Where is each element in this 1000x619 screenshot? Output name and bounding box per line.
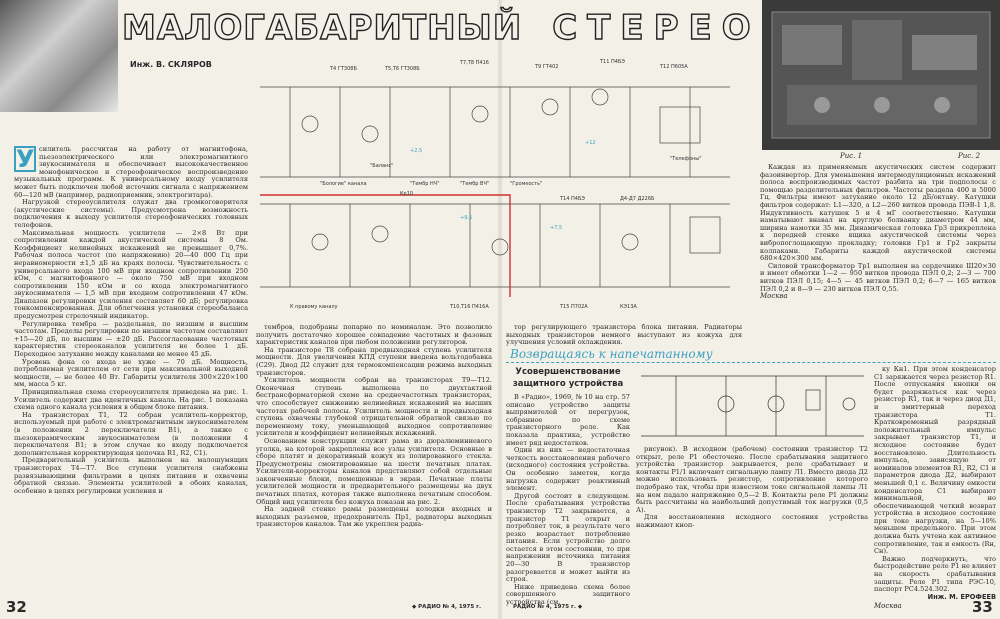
amplifier-photo (762, 0, 1000, 150)
fig1-caption: Рис. 1 (840, 152, 863, 160)
svg-text:+2,5: +2,5 (410, 148, 422, 154)
article2-col2: рисунок). В исходном (рабочем) состоянии… (636, 445, 868, 529)
schematic-diagram: +2,5 +9,5 +7,5 +12 Т4 ГТ308Б Т5,Т6 ГТ308Б Т… (260, 59, 730, 310)
section-rule (506, 362, 996, 363)
svg-text:Т4 ГТ308Б: Т4 ГТ308Б (329, 66, 357, 72)
svg-text:"Бологие" канала: "Бологие" канала (320, 181, 367, 187)
svg-text:Т10,Т16 П416А: Т10,Т16 П416А (449, 304, 489, 310)
svg-text:Т7,Т8 П416: Т7,Т8 П416 (459, 60, 489, 66)
svg-text:+9,5: +9,5 (460, 215, 472, 221)
page-number-right: 33 (972, 598, 993, 616)
svg-text:Т11 П4БЭ: Т11 П4БЭ (599, 59, 625, 65)
section-kicker: Возвращаясь к напечатанному (510, 347, 713, 361)
fig2-caption: Рис. 2 (958, 152, 981, 160)
page-number-left: 32 (6, 598, 27, 616)
dropcap: У (14, 145, 36, 173)
svg-text:Т14 П4БЭ: Т14 П4БЭ (559, 196, 585, 202)
svg-text:+12: +12 (585, 140, 596, 146)
running-footer-right: РАДИО № 4, 1975 г. ◆ (513, 604, 583, 610)
svg-text:"Тембр ВЧ": "Тембр ВЧ" (460, 181, 489, 187)
svg-text:"Баланс": "Баланс" (370, 163, 393, 169)
svg-text:Т15 П702А: Т15 П702А (559, 304, 588, 310)
right-column: Каждая из применяемых акустических систе… (760, 163, 996, 301)
left-column: У силитель рассчитан на работу от магнит… (14, 145, 248, 495)
svg-text:"Телефоны": "Телефоны" (670, 156, 702, 162)
svg-text:Кр10: Кр10 (400, 191, 413, 197)
article2-col3: ку Кн1. При этом конденсатор С1 заряжает… (874, 365, 996, 611)
article2-author: Инж. М. ЕРОФЕЕВ (927, 592, 996, 601)
article2-city: Москва (874, 602, 902, 611)
protection-circuit-diagram (641, 375, 864, 437)
svg-text:Т9 ГТ402: Т9 ГТ402 (534, 64, 558, 70)
svg-text:Т5,Т6 ГТ308Б: Т5,Т6 ГТ308Б (384, 66, 420, 72)
byline: Инж. В. СКЛЯРОВ (130, 60, 212, 69)
svg-text:К правому каналу: К правому каналу (290, 304, 338, 310)
svg-text:Д4-Д7 Д226Б: Д4-Д7 Д226Б (620, 196, 655, 202)
page-gutter (497, 0, 503, 619)
right-column-city: Москва (760, 292, 788, 301)
svg-text:+7,5: +7,5 (550, 225, 562, 231)
right-mid-column: тор регулирующего транзистора блока пита… (506, 323, 742, 347)
svg-text:"Тембр НЧ": "Тембр НЧ" (410, 181, 440, 187)
amplifier-interior-image (771, 11, 991, 139)
running-footer-left: ◆ РАДИО № 4, 1975 г. (412, 604, 482, 610)
svg-text:"Громкость": "Громкость" (510, 181, 542, 187)
svg-text:Т12 П605А: Т12 П605А (659, 64, 688, 70)
middle-column: тембров, подобраны попарно по номиналам.… (256, 323, 492, 529)
author-photo (0, 0, 118, 112)
svg-text:КЭ13А: КЭ13А (620, 304, 637, 310)
